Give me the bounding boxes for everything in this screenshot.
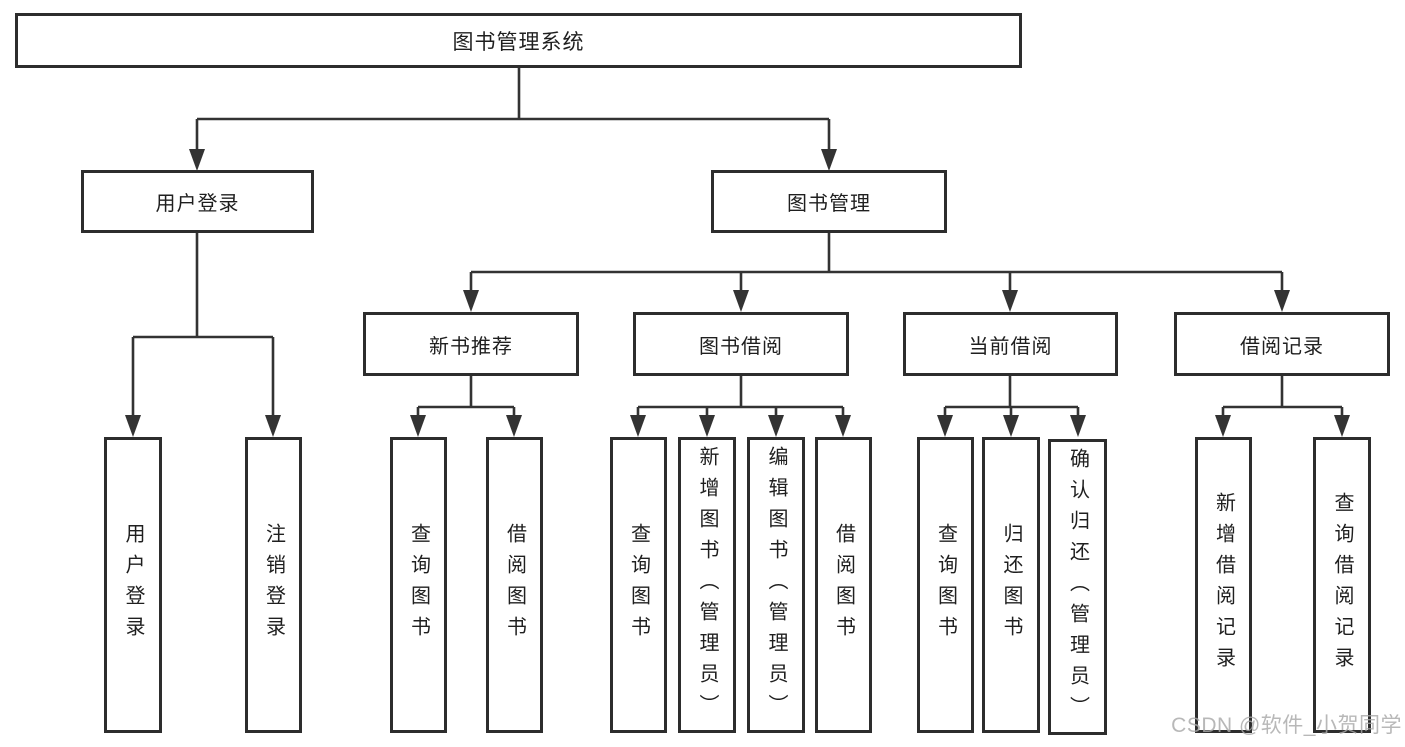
arrowheads bbox=[125, 149, 1350, 437]
csdn-watermark: CSDN @软件_小贺同学 bbox=[1171, 714, 1402, 737]
node-book-borrowing-label: 图书借阅 bbox=[699, 335, 783, 358]
leaf-add-borrow-record-label: 新增借阅记录 bbox=[1212, 492, 1235, 678]
arrowhead bbox=[1003, 415, 1019, 437]
node-root: 图书管理系统 bbox=[15, 13, 1022, 68]
leaf-newrec-query-books-label: 查询图书 bbox=[407, 523, 430, 647]
leaf-newrec-borrow-books-label: 借阅图书 bbox=[503, 523, 526, 647]
node-current-borrowing-label: 当前借阅 bbox=[968, 335, 1053, 358]
leaf-current-query-books-label: 查询图书 bbox=[934, 523, 957, 647]
leaf-borrow-books-label: 借阅图书 bbox=[832, 523, 855, 647]
leaf-add-books-admin-label: 新增图书（管理员） bbox=[696, 445, 718, 725]
leaf-logout-label: 注销登录 bbox=[262, 523, 285, 647]
leaf-edit-books-admin-label: 编辑图书（管理员） bbox=[765, 445, 787, 725]
leaf-confirm-return-admin: 确认归还（管理员） bbox=[1048, 439, 1107, 735]
arrowhead bbox=[265, 415, 281, 437]
leaf-return-books-label: 归还图书 bbox=[1000, 523, 1022, 647]
arrowhead bbox=[699, 415, 715, 437]
node-current-borrowing: 当前借阅 bbox=[903, 312, 1118, 376]
arrowhead bbox=[1334, 415, 1350, 437]
arrowhead bbox=[630, 415, 646, 437]
leaf-add-books-admin: 新增图书（管理员） bbox=[678, 437, 736, 733]
node-borrowing-records: 借阅记录 bbox=[1174, 312, 1390, 376]
arrowhead bbox=[768, 415, 784, 437]
leaf-return-books: 归还图书 bbox=[982, 437, 1040, 733]
leaf-newrec-query-books: 查询图书 bbox=[390, 437, 447, 733]
leaf-user-login-label: 用户登录 bbox=[122, 523, 144, 647]
leaf-borrow-query-books: 查询图书 bbox=[610, 437, 667, 733]
leaf-borrow-books: 借阅图书 bbox=[815, 437, 872, 733]
arrowhead bbox=[1215, 415, 1231, 437]
arrowhead bbox=[410, 415, 426, 437]
leaf-borrow-query-books-label: 查询图书 bbox=[627, 523, 650, 647]
node-book-management-label: 图书管理 bbox=[787, 193, 871, 215]
arrowhead bbox=[506, 415, 522, 437]
arrowhead bbox=[1274, 290, 1290, 312]
node-root-label: 图书管理系统 bbox=[452, 30, 585, 54]
leaf-edit-books-admin: 编辑图书（管理员） bbox=[747, 437, 805, 733]
leaf-query-borrow-record: 查询借阅记录 bbox=[1313, 437, 1371, 733]
leaf-confirm-return-admin-label: 确认归还（管理员） bbox=[1066, 447, 1089, 727]
leaf-current-query-books: 查询图书 bbox=[917, 437, 974, 733]
leaf-newrec-borrow-books: 借阅图书 bbox=[486, 437, 543, 733]
node-book-borrowing: 图书借阅 bbox=[633, 312, 849, 376]
arrowhead bbox=[937, 415, 953, 437]
node-user-login-label: 用户登录 bbox=[155, 193, 240, 215]
arrowhead bbox=[125, 415, 141, 437]
arrowhead bbox=[835, 415, 851, 437]
arrowhead bbox=[821, 149, 837, 171]
leaf-logout: 注销登录 bbox=[245, 437, 302, 733]
arrowhead bbox=[463, 290, 479, 312]
arrowhead bbox=[733, 290, 749, 312]
leaf-query-borrow-record-label: 查询借阅记录 bbox=[1331, 492, 1353, 678]
tree-edges bbox=[131, 68, 1344, 418]
node-borrowing-records-label: 借阅记录 bbox=[1240, 335, 1324, 358]
arrowhead bbox=[189, 149, 205, 171]
node-user-login: 用户登录 bbox=[81, 170, 314, 233]
arrowhead bbox=[1002, 290, 1018, 312]
leaf-user-login: 用户登录 bbox=[104, 437, 162, 733]
node-new-book-recommend: 新书推荐 bbox=[363, 312, 579, 376]
node-new-book-recommend-label: 新书推荐 bbox=[429, 335, 513, 358]
leaf-add-borrow-record: 新增借阅记录 bbox=[1195, 437, 1252, 733]
node-book-management: 图书管理 bbox=[711, 170, 947, 233]
arrowhead bbox=[1070, 415, 1086, 437]
